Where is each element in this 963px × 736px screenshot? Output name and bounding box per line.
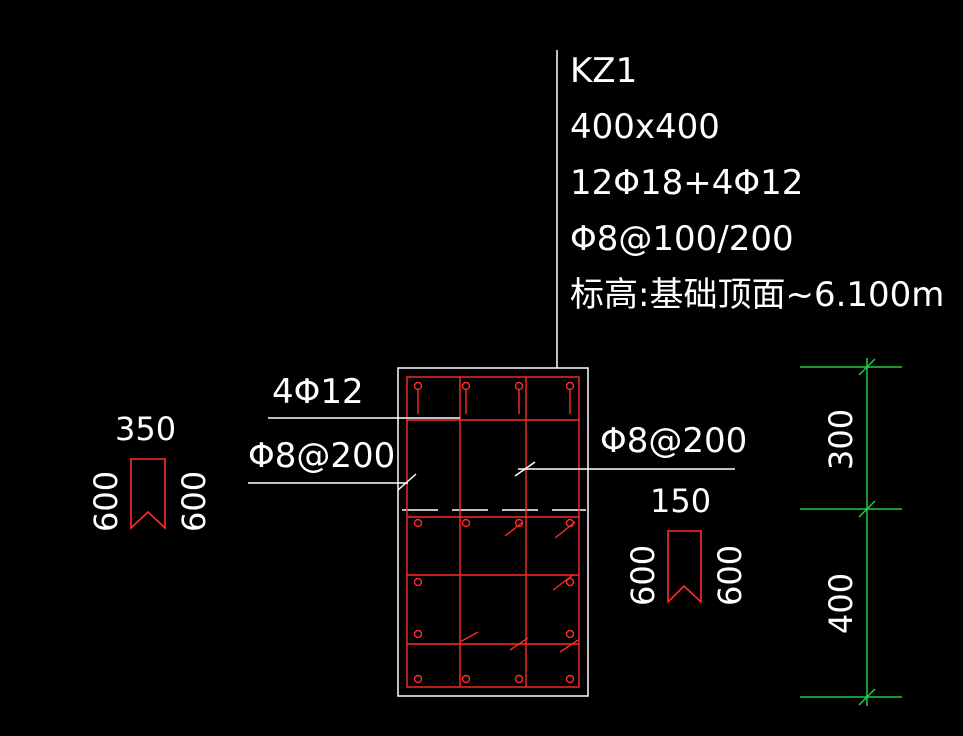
column-section bbox=[397, 50, 589, 697]
right-callout: Φ8@200 bbox=[514, 421, 747, 477]
right-bracket-symbol: 150 600 600 bbox=[624, 482, 749, 606]
elevation-text: 标高:基础顶面~6.100m bbox=[570, 275, 944, 315]
column-size-text: 400x400 bbox=[570, 107, 720, 147]
column-id-text: KZ1 bbox=[570, 51, 637, 91]
stirrup-spec-text: Φ8@100/200 bbox=[570, 219, 794, 259]
left-callout-rebar-text: 4Φ12 bbox=[272, 372, 364, 412]
left-bracket-symbol: 350 600 600 bbox=[87, 410, 213, 532]
left-bracket-right-text: 600 bbox=[175, 471, 213, 532]
column-outline bbox=[397, 367, 589, 697]
right-bracket-top-text: 150 bbox=[650, 482, 711, 520]
left-bracket-top-text: 350 bbox=[115, 410, 176, 448]
main-rebar-text: 12Φ18+4Φ12 bbox=[570, 163, 803, 203]
dimension-chain bbox=[800, 358, 902, 706]
column-annotation: KZ1 400x400 12Φ18+4Φ12 Φ8@100/200 标高:基础顶… bbox=[570, 51, 944, 315]
right-bracket-right-text: 600 bbox=[711, 545, 749, 606]
dimension-upper-text: 300 bbox=[822, 409, 860, 470]
left-bracket-left-text: 600 bbox=[87, 471, 125, 532]
rebar-cage bbox=[406, 376, 580, 688]
outer-stirrup bbox=[406, 376, 580, 688]
dimension-lower-text: 400 bbox=[822, 573, 860, 634]
left-callout: 4Φ12 Φ8@200 bbox=[248, 372, 460, 491]
left-callout-stirrup-text: Φ8@200 bbox=[248, 436, 395, 476]
right-callout-stirrup-text: Φ8@200 bbox=[600, 421, 747, 461]
right-bracket-left-text: 600 bbox=[624, 545, 662, 606]
